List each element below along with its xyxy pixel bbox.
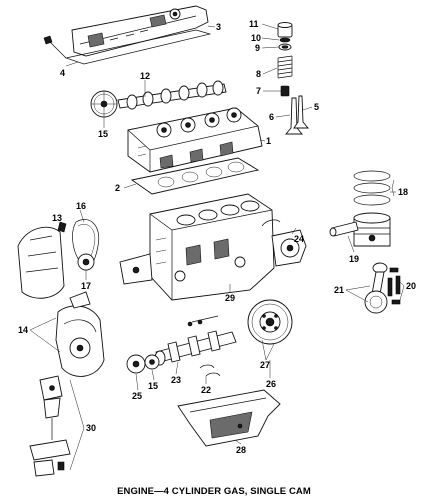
- callout-1: 1: [266, 136, 271, 146]
- callout-24: 24: [294, 234, 304, 244]
- oil-pump: [29, 375, 71, 477]
- belt-tensioner: [77, 253, 95, 271]
- callout-16: 16: [76, 201, 86, 211]
- callout-15-upper: 15: [98, 129, 108, 139]
- callout-8: 8: [256, 69, 261, 79]
- callout-13: 13: [52, 213, 62, 223]
- flywheel: [247, 299, 293, 345]
- connecting-rod: [364, 262, 401, 314]
- callout-10: 10: [251, 33, 261, 43]
- callout-20: 20: [406, 281, 416, 291]
- callout-2: 2: [115, 183, 120, 193]
- head-gasket: [130, 157, 260, 195]
- callout-11: 11: [249, 19, 259, 29]
- callout-22: 22: [201, 385, 211, 395]
- callout-27: 27: [260, 360, 270, 370]
- callout-17: 17: [81, 281, 91, 291]
- callout-4: 4: [60, 68, 65, 78]
- callout-25: 25: [132, 391, 142, 401]
- callout-26: 26: [266, 379, 276, 389]
- piston-assembly: [329, 170, 391, 247]
- cylinder-head: [127, 107, 263, 173]
- timing-cover-lower: [55, 291, 105, 377]
- callout-29: 29: [225, 293, 235, 303]
- oil-pan: [177, 389, 281, 447]
- cam-sprocket: [90, 90, 118, 118]
- callout-28: 28: [236, 445, 246, 455]
- crank-pulley: [126, 354, 146, 374]
- crank-sprocket: [144, 354, 160, 370]
- callout-5: 5: [314, 102, 319, 112]
- belt-guard-upper: [17, 221, 67, 299]
- callout-30: 30: [86, 423, 96, 433]
- callout-19: 19: [349, 254, 359, 264]
- main-bearings: [199, 364, 221, 377]
- valve-cover: [71, 5, 209, 57]
- engine-block: [119, 193, 275, 301]
- callout-15-lower: 15: [148, 381, 158, 391]
- rear-seal-housing: [261, 219, 307, 267]
- callout-21: 21: [334, 285, 344, 295]
- callout-14: 14: [18, 325, 28, 335]
- callouts: 11 10 9 8 7 6 5 3 4 12 1 15 2 18 13 16 1…: [18, 19, 416, 455]
- callout-3: 3: [216, 22, 221, 32]
- callout-7: 7: [256, 86, 261, 96]
- diagram-caption: ENGINE—4 CYLINDER GAS, SINGLE CAM: [117, 486, 311, 497]
- camshaft: [117, 80, 227, 110]
- callout-9: 9: [255, 43, 260, 53]
- callout-18: 18: [398, 187, 408, 197]
- valve-train: [277, 22, 309, 135]
- callout-12: 12: [140, 71, 150, 81]
- callout-6: 6: [269, 112, 274, 122]
- leader-lines: [29, 23, 405, 471]
- crankshaft: [154, 315, 237, 366]
- callout-23: 23: [171, 375, 181, 385]
